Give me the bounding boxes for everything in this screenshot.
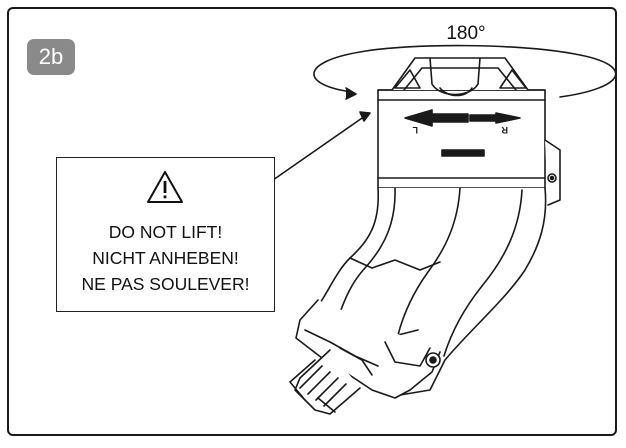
step-label: 2b xyxy=(38,44,64,69)
step-badge: 2b xyxy=(27,39,75,75)
part-mark-r: R xyxy=(501,125,508,135)
rotation-arrow-icon xyxy=(313,44,617,100)
arrow-left-icon xyxy=(404,109,469,127)
leader-arrowhead xyxy=(359,111,371,122)
top-body xyxy=(377,89,546,189)
warning-line-fr: NE PAS SOULEVER! xyxy=(81,274,250,294)
warning-text: DO NOT LIFT! NICHT ANHEBEN! NE PAS SOULE… xyxy=(57,219,274,297)
part-mark-l: L xyxy=(412,125,418,135)
warning-line-de: NICHT ANHEBEN! xyxy=(92,248,239,268)
rotation-label: 180° xyxy=(446,23,486,44)
brand-mark xyxy=(441,149,485,157)
leader-line xyxy=(272,115,366,181)
warning-line-en: DO NOT LIFT! xyxy=(108,222,223,242)
warning-box: DO NOT LIFT! NICHT ANHEBEN! NE PAS SOULE… xyxy=(56,157,275,312)
warning-triangle-icon xyxy=(147,171,183,203)
arrow-right-icon xyxy=(469,112,521,124)
